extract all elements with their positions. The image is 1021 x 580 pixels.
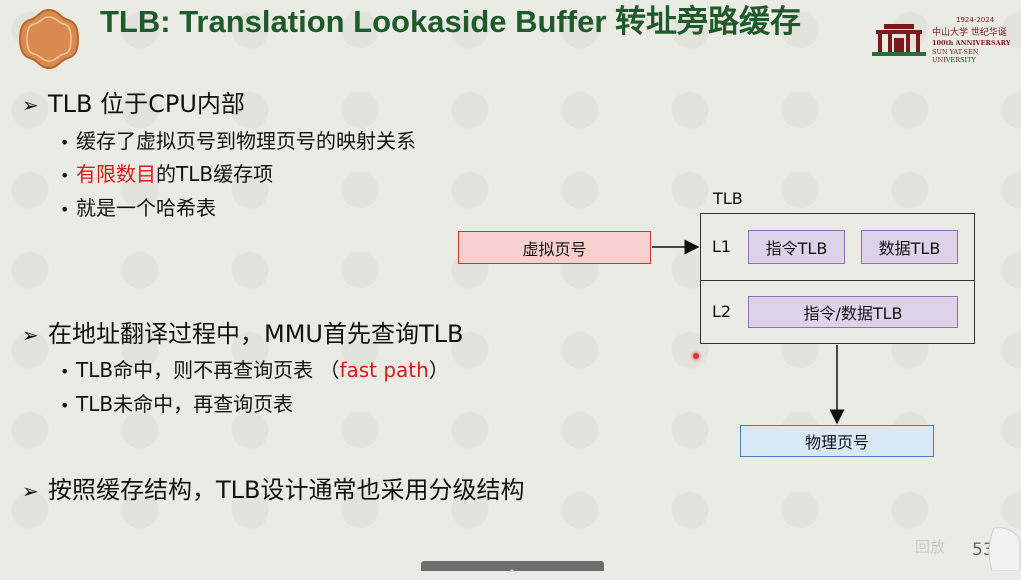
dot-bullet-icon: • xyxy=(60,133,70,152)
dot-bullet-icon: • xyxy=(60,200,70,219)
sub-bullet-text: TLB未命中，再查询页表 xyxy=(76,392,294,416)
chevron-up-icon[interactable] xyxy=(421,566,604,576)
university-gate-icon xyxy=(872,24,926,56)
sub-bullet: • TLB命中，则不再查询页表 （fast path） xyxy=(60,358,449,384)
dot-bullet-icon: • xyxy=(60,166,70,185)
arrow-bullet-icon: ➢ xyxy=(22,93,39,117)
bullet-mmu-lookup: ➢ 在地址翻译过程中，MMU首先查询TLB xyxy=(22,320,463,349)
school-badge-icon xyxy=(18,8,80,70)
laser-pointer-dot xyxy=(693,353,699,359)
dot-bullet-icon: • xyxy=(60,362,70,381)
bullet-text: TLB 位于CPU内部 xyxy=(48,90,245,118)
virtual-page-box: 虚拟页号 xyxy=(458,231,651,264)
sub-bullet-text: ） xyxy=(428,358,449,382)
logo-anniversary: 100th ANNIVERSARY xyxy=(932,39,1011,47)
l1-instruction-tlb-box: 指令TLB xyxy=(748,230,845,264)
arrow-bullet-icon: ➢ xyxy=(22,323,39,347)
bullet-tlb-location: ➢ TLB 位于CPU内部 xyxy=(22,90,245,119)
tlb-level-divider xyxy=(700,280,975,281)
dot-bullet-icon: • xyxy=(60,396,70,415)
sub-bullet-text: TLB命中，则不再查询页表 （ xyxy=(76,358,340,382)
corner-decoration-icon xyxy=(988,527,1021,571)
sub-bullet-text: 的TLB缓存项 xyxy=(156,162,274,186)
sub-bullet: • TLB未命中，再查询页表 xyxy=(60,392,293,418)
l1-data-tlb-box: 数据TLB xyxy=(861,230,958,264)
sub-bullet-text: 缓存了虚拟页号到物理页号的映射关系 xyxy=(76,129,416,153)
bullet-text: 按照缓存结构，TLB设计通常也采用分级结构 xyxy=(48,476,525,504)
page-number: 53 xyxy=(972,540,994,560)
arrow-bullet-icon: ➢ xyxy=(22,479,39,503)
l2-label: L2 xyxy=(712,302,732,321)
sub-bullet: • 就是一个哈希表 xyxy=(60,196,216,222)
logo-years: 1924-2024 xyxy=(956,16,995,24)
university-logo: 1924-2024 中山大学 世纪华诞 100th ANNIVERSARY SU… xyxy=(870,14,1015,64)
logo-name-en: SUN YAT-SEN UNIVERSITY xyxy=(932,48,979,64)
sub-bullet-text: 就是一个哈希表 xyxy=(76,196,216,220)
tlb-label: TLB xyxy=(713,189,743,208)
bullet-text: 在地址翻译过程中，MMU首先查询TLB xyxy=(48,320,464,348)
highlight-text: fast path xyxy=(339,358,429,382)
page-title: TLB: Translation Lookaside Buffer 转址旁路缓存 xyxy=(100,4,801,39)
l1-label: L1 xyxy=(712,237,732,256)
l2-unified-tlb-box: 指令/数据TLB xyxy=(748,296,958,328)
bullet-hierarchical-design: ➢ 按照缓存结构，TLB设计通常也采用分级结构 xyxy=(22,476,525,505)
playback-watermark: 回放 xyxy=(915,538,946,556)
playback-control-bar[interactable] xyxy=(421,561,604,575)
highlight-text: 有限数目 xyxy=(76,162,156,186)
logo-name-cn: 中山大学 世纪华诞 xyxy=(932,28,1007,38)
sub-bullet: • 缓存了虚拟页号到物理页号的映射关系 xyxy=(60,129,416,155)
sub-bullet: • 有限数目的TLB缓存项 xyxy=(60,162,273,188)
physical-page-box: 物理页号 xyxy=(740,425,934,457)
